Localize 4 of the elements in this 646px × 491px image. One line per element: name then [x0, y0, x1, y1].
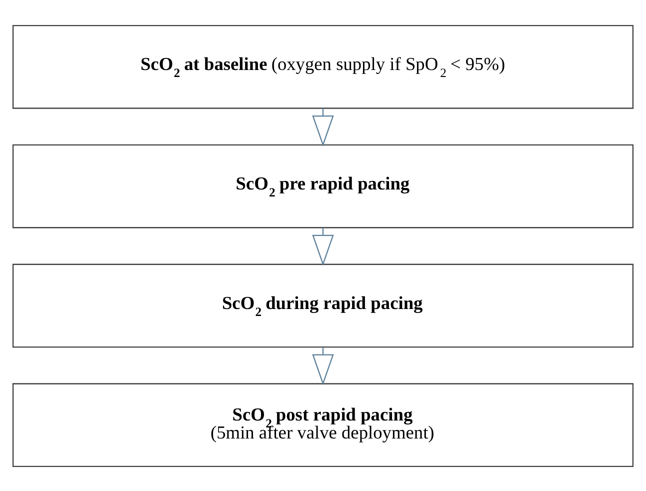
node-box: ScO$_{2}$ at baseline (oxygen supply if SpO$_{2}$ < 95%)	[12, 24, 634, 108]
node-box: ScO$_{2}$ post rapid pacing (5min after valve deployment)	[12, 382, 634, 466]
node-box: ScO$_{2}$ during rapid pacing	[12, 263, 634, 348]
node-box: ScO$_{2}$ pre rapid pacing	[12, 144, 634, 228]
